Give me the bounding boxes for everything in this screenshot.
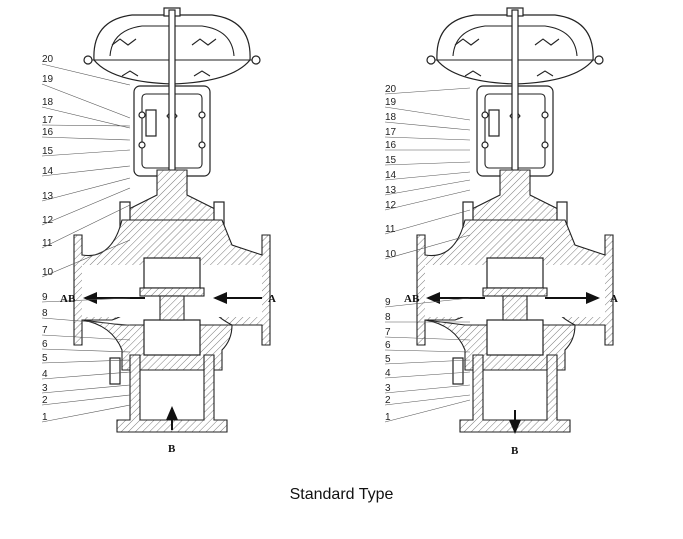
part-label-19: 19 [42,74,54,85]
leader-line [384,359,471,365]
leader-line [384,189,471,211]
part-label-11: 11 [42,238,53,249]
part-label-13: 13 [42,191,54,202]
part-label-13: 13 [385,185,397,196]
part-label-15: 15 [42,146,54,157]
caption: Standard Type [289,486,394,503]
leader-line [41,297,131,303]
leader-line [384,179,471,196]
part-label-3: 3 [42,383,48,394]
part-label-1: 1 [385,412,391,423]
part-label-4: 4 [385,368,391,379]
leader-line [41,106,131,129]
leader-line [41,165,131,177]
right-port-a: A [610,293,618,305]
part-label-7: 7 [42,325,48,336]
leader-line [384,394,471,406]
part-label-12: 12 [42,215,54,226]
leader-line [41,404,131,423]
part-label-18: 18 [385,112,397,123]
part-label-9: 9 [42,292,48,303]
leader-line [41,371,131,380]
part-label-5: 5 [42,353,48,364]
part-label-2: 2 [385,395,391,406]
leader-line [41,136,131,141]
part-label-12: 12 [385,200,397,211]
leader-line [384,234,471,260]
leader-line [41,359,131,364]
leader-line [384,209,471,235]
part-label-11: 11 [385,224,396,235]
part-label-5: 5 [385,354,391,365]
part-label-6: 6 [42,339,48,350]
leader-line [384,121,471,131]
right-valve-drawing [416,7,614,434]
part-label-18: 18 [42,97,54,108]
leader-line [384,371,471,379]
part-label-1: 1 [42,412,48,423]
part-label-20: 20 [385,84,397,95]
part-label-15: 15 [385,155,397,166]
part-label-17: 17 [42,115,54,126]
part-label-16: 16 [42,127,54,138]
left-valve-drawing [73,7,271,433]
part-label-2: 2 [42,395,48,406]
part-label-16: 16 [385,140,397,151]
leader-line [41,83,131,119]
part-label-4: 4 [42,369,48,380]
right-port-b: B [511,445,519,457]
leader-line [384,161,471,166]
part-label-9: 9 [385,297,391,308]
part-label-3: 3 [385,383,391,394]
leader-line [41,384,131,394]
leader-line [384,106,471,121]
leader-line [384,384,471,394]
part-label-8: 8 [385,312,391,323]
leader-line [41,239,131,278]
left-port-a: A [268,293,276,305]
leader-line [41,204,131,249]
leader-line [41,63,131,86]
leader-line [41,177,131,202]
part-label-14: 14 [42,166,54,177]
leader-line [384,87,471,95]
leader-line [41,187,131,226]
left-port-ab: AB [60,293,76,305]
leader-line [41,348,131,353]
part-label-20: 20 [42,54,54,65]
leader-line [41,149,131,157]
part-label-10: 10 [385,249,397,260]
leader-line [384,336,471,341]
part-label-8: 8 [42,308,48,319]
right-port-ab: AB [404,293,420,305]
leader-line [41,394,131,406]
leader-line [41,334,131,341]
leader-line [41,124,131,127]
leader-line [384,349,471,353]
part-label-14: 14 [385,170,397,181]
leader-line [384,297,471,308]
part-label-7: 7 [385,327,391,338]
part-label-19: 19 [385,97,397,108]
leader-line [384,136,471,141]
leader-line [41,317,131,326]
part-label-10: 10 [42,267,54,278]
part-label-6: 6 [385,340,391,351]
leader-line [384,399,471,423]
leader-line [384,171,471,181]
right-part-labels: 20 19 18 17 16 15 14 13 12 11 10 9 8 7 6 5 4 32 1 [384,84,471,423]
left-port-b: B [168,443,176,455]
part-label-17: 17 [385,127,397,138]
